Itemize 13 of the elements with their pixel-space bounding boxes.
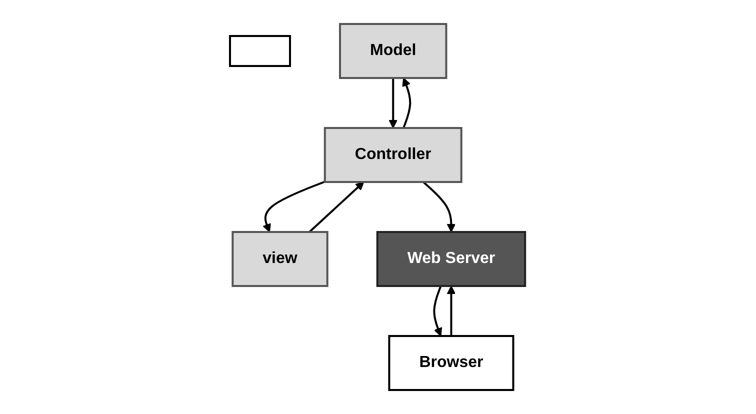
- arrow: [389, 78, 398, 128]
- arrow: [309, 182, 365, 233]
- node-box: view: [232, 231, 329, 287]
- node-box: Browser: [388, 335, 515, 391]
- arrow: [402, 78, 412, 128]
- arrow: [434, 286, 443, 336]
- node-box: Controller: [324, 127, 463, 183]
- arrow: [447, 286, 456, 336]
- arrow: [423, 181, 456, 232]
- node-box: [229, 35, 292, 67]
- node-box: Model: [339, 23, 448, 79]
- node-box: Web Server: [376, 231, 527, 287]
- arrow: [263, 180, 326, 232]
